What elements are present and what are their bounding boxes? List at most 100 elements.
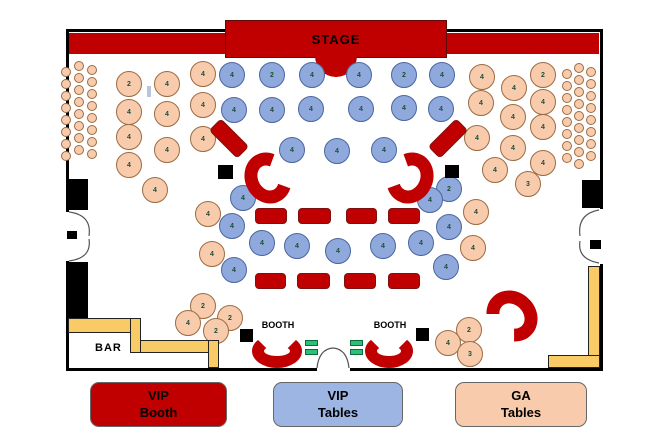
vip-table: 2: [391, 62, 417, 88]
bar-counter-segment: [548, 355, 600, 368]
vip-table: 4: [408, 230, 434, 256]
vip-table: 4: [219, 62, 245, 88]
ga-table: 4: [460, 235, 486, 261]
vip-booth-rect: [255, 208, 287, 224]
vip-booth-rect: [297, 273, 330, 289]
vip-table: 4: [391, 95, 417, 121]
legend-vip-tables-line2: Tables: [317, 404, 359, 420]
vip-booth-rect: [388, 208, 420, 224]
ga-table: 4: [468, 90, 494, 116]
bar-counter-segment: [130, 318, 141, 353]
ga-small-seat: [61, 127, 71, 137]
ga-small-seat: [74, 109, 84, 119]
vip-table: 4: [284, 233, 310, 259]
ga-small-seat: [562, 69, 572, 79]
ga-table: 3: [457, 341, 483, 367]
vip-table: 4: [249, 230, 275, 256]
legend-vip-booth: VIP Booth: [90, 382, 227, 427]
ga-table: 4: [154, 137, 180, 163]
ga-table: 4: [464, 125, 490, 151]
bar-counter-segment: [208, 340, 219, 368]
ga-small-seat: [74, 85, 84, 95]
legend-ga-tables: GA Tables: [455, 382, 587, 427]
ga-small-seat: [586, 79, 596, 89]
ga-small-seat: [61, 103, 71, 113]
green-seat: [350, 349, 363, 355]
ga-small-seat: [586, 115, 596, 125]
bar-label: BAR: [95, 342, 122, 354]
ga-small-seat: [574, 99, 584, 109]
stage-label: STAGE: [311, 31, 361, 47]
ga-small-seat: [74, 145, 84, 155]
ga-small-seat: [574, 123, 584, 133]
ga-small-seat: [586, 67, 596, 77]
ga-table: 4: [142, 177, 168, 203]
ga-small-seat: [562, 153, 572, 163]
vip-booth-horseshoe: [252, 334, 302, 368]
ga-small-seat: [74, 73, 84, 83]
vip-table: 2: [259, 62, 285, 88]
ga-table: 4: [530, 114, 556, 140]
ga-small-seat: [574, 147, 584, 157]
main-entrance-opening: [317, 365, 350, 372]
ga-table: 4: [154, 71, 180, 97]
ga-small-seat: [586, 127, 596, 137]
ga-small-seat: [74, 97, 84, 107]
legend-vip-tables-line1: VIP: [327, 387, 349, 403]
vip-table: 4: [346, 62, 372, 88]
speaker-block: [218, 165, 233, 179]
vip-table: 4: [370, 233, 396, 259]
legend-ga-tables-line1: GA: [511, 387, 531, 403]
ga-table: 2: [530, 62, 556, 88]
vip-table: 4: [221, 97, 247, 123]
vip-table: 4: [299, 62, 325, 88]
stage: STAGE: [225, 20, 447, 58]
ga-small-seat: [61, 79, 71, 89]
vip-table: 4: [325, 238, 351, 264]
ga-small-seat: [74, 133, 84, 143]
ga-small-seat: [87, 65, 97, 75]
ga-table: 4: [154, 101, 180, 127]
ga-table: 4: [190, 92, 216, 118]
ga-table: 4: [500, 104, 526, 130]
ga-small-seat: [574, 75, 584, 85]
vip-table: 4: [279, 137, 305, 163]
ga-small-seat: [74, 121, 84, 131]
ga-small-seat: [562, 129, 572, 139]
ga-table: 4: [463, 199, 489, 225]
wall-block: [590, 240, 601, 249]
green-seat: [305, 349, 318, 355]
ga-small-seat: [574, 159, 584, 169]
ga-table: 4: [190, 61, 216, 87]
vip-booth-rect: [298, 208, 331, 224]
vip-table: 4: [259, 97, 285, 123]
ga-small-seat: [87, 101, 97, 111]
speaker-block: [416, 328, 429, 341]
ga-small-seat: [562, 117, 572, 127]
vip-table: 4: [371, 137, 397, 163]
vip-table: 4: [298, 96, 324, 122]
vip-booth-rect: [388, 273, 420, 289]
ga-table: 4: [195, 201, 221, 227]
ga-small-seat: [574, 63, 584, 73]
right-door-opening: [598, 209, 605, 264]
ga-small-seat: [87, 137, 97, 147]
ga-small-seat: [61, 67, 71, 77]
ga-small-seat: [586, 103, 596, 113]
ga-small-seat: [74, 61, 84, 71]
ga-table: 4: [501, 75, 527, 101]
vip-table: 4: [428, 96, 454, 122]
legend-vip-booth-line2: Booth: [139, 404, 178, 420]
vip-table: 4: [324, 138, 350, 164]
vip-booth-horseshoe: [365, 334, 413, 368]
ga-small-seat: [574, 87, 584, 97]
ga-small-seat: [574, 111, 584, 121]
vip-table: 4: [348, 96, 374, 122]
ga-table: 4: [175, 310, 201, 336]
ga-small-seat: [87, 149, 97, 159]
ga-table: 4: [116, 152, 142, 178]
ga-small-seat: [87, 77, 97, 87]
speaker-block: [240, 329, 253, 342]
